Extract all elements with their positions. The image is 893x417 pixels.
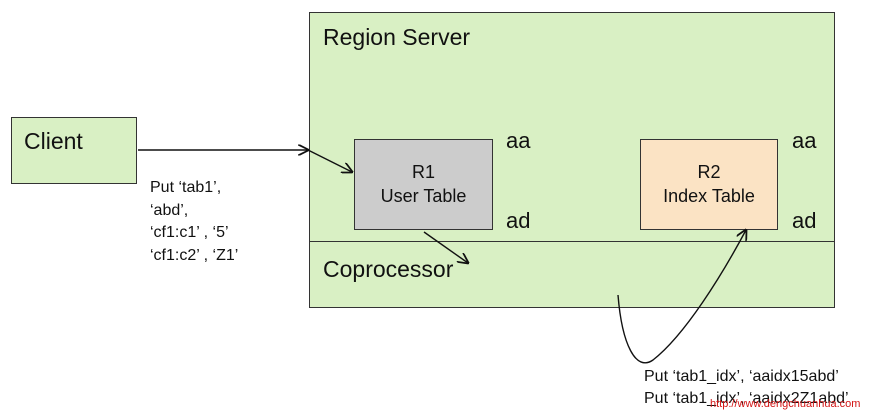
client-put-line: ‘cf1:c2’ , ‘Z1’	[150, 246, 239, 264]
r1-to-coprocessor-arrow	[423, 231, 468, 263]
client-put-command: Put ‘tab1’, ‘abd’, ‘cf1:c1’ , ‘5’ ‘cf1:c…	[150, 177, 238, 267]
coprocessor-to-r2-arrow	[617, 230, 746, 364]
r1-key-start: aa	[506, 128, 531, 153]
index-put-line: Put ‘tab1_idx’, ‘aaidx15abd’	[644, 368, 839, 385]
client-put-line: ‘abd’,	[150, 201, 189, 219]
r1-name: R1	[411, 162, 435, 182]
region-to-r1-arrow	[307, 149, 352, 172]
client-put-line: ‘cf1:c1’ , ‘5’	[150, 224, 229, 241]
r1-subtitle: User Table	[380, 186, 467, 206]
r2-key-end: ad	[792, 208, 817, 233]
r2-name: R2	[697, 162, 721, 182]
r1-user-table-box: R1 User Table	[354, 139, 493, 230]
coprocessor-label: Coprocessor	[323, 256, 454, 282]
index-put-line: Put ‘tab1_idx’, ‘aaidx2Z1abd’	[644, 390, 849, 407]
client-box: Client	[11, 117, 137, 184]
coprocessor-divider	[309, 241, 835, 242]
r2-subtitle: Index Table	[663, 186, 755, 206]
client-put-line: Put ‘tab1’,	[150, 179, 222, 196]
index-put-command: Put ‘tab1_idx’, ‘aaidx15abd’ Put ‘tab1_i…	[644, 366, 849, 410]
r2-key-start: aa	[792, 128, 817, 153]
r2-index-table-box: R2 Index Table	[640, 139, 778, 230]
r1-key-end: ad	[506, 208, 531, 233]
watermark-text: http://www.dengchuanhua.com	[710, 398, 861, 410]
region-server-title: Region Server	[323, 24, 471, 50]
client-label: Client	[24, 128, 83, 154]
